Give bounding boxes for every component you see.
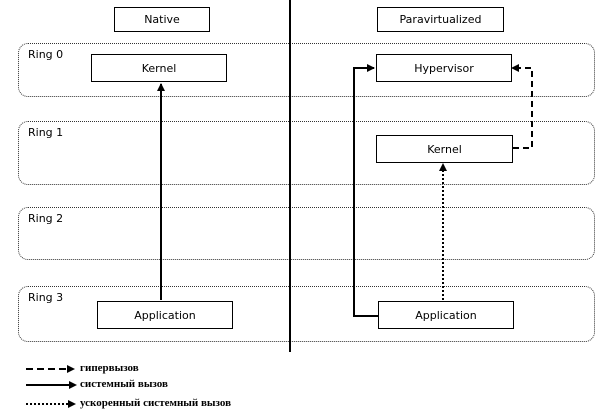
paravirt-kernel-box: Kernel — [376, 135, 513, 163]
legend-syscall-label: системный вызов — [80, 378, 168, 390]
native-application-box: Application — [97, 301, 233, 329]
ring-2-band: Ring 2 — [18, 207, 595, 260]
ring-0-band: Ring 0 — [18, 43, 595, 97]
dashed-arrow-icon — [26, 365, 75, 373]
ring-1-label: Ring 1 — [28, 126, 64, 139]
native-kernel-box: Kernel — [91, 54, 227, 82]
ring-3-band: Ring 3 — [18, 286, 595, 342]
paravirt-hypercall-arrow — [511, 64, 533, 149]
solid-arrow-icon — [26, 381, 77, 389]
legend-hypercall-label: гипервызов — [80, 362, 139, 374]
paravirt-application-box: Application — [378, 301, 514, 329]
dotted-arrow-icon — [26, 400, 76, 408]
ring-2-label: Ring 2 — [28, 212, 64, 225]
native-header: Native — [114, 7, 210, 32]
ring-3-label: Ring 3 — [28, 291, 64, 304]
column-divider — [289, 0, 291, 352]
ring-1-band: Ring 1 — [18, 121, 595, 185]
paravirtualized-header: Paravirtualized — [377, 7, 504, 32]
ring-0-label: Ring 0 — [28, 48, 64, 61]
legend-fast-syscall-label: ускоренный системный вызов — [80, 397, 232, 409]
paravirt-syscall-arrow — [353, 64, 378, 317]
paravirt-hypervisor-box: Hypervisor — [376, 54, 512, 82]
